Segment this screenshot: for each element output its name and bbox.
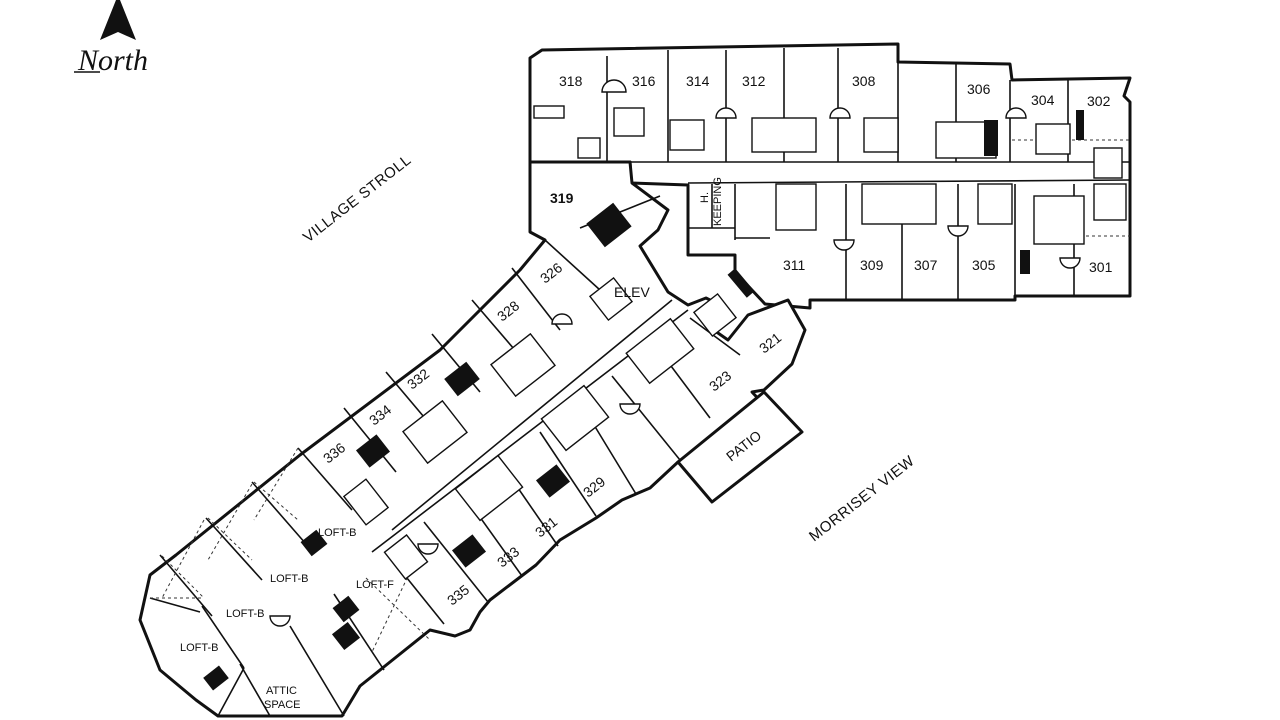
southwest-wing: 319 326 328 332 334 336 321 323 329 331 … <box>138 160 807 718</box>
room-314: 314 <box>686 73 710 89</box>
room-304: 304 <box>1031 92 1055 108</box>
room-318: 318 <box>559 73 583 89</box>
bathroom-fixtures-north-top <box>533 79 1123 179</box>
loft-b-4: LOFT-B <box>180 642 219 654</box>
patio-outline <box>676 390 804 504</box>
street-village-stroll: VILLAGE STROLL <box>300 151 415 246</box>
loft-b-2: LOFT-B <box>270 573 309 585</box>
room-312: 312 <box>742 73 766 89</box>
room-309: 309 <box>860 257 884 273</box>
elevator-label: ELEV <box>614 284 650 300</box>
attic-label-line2: SPACE <box>264 699 300 711</box>
loft-b-3: LOFT-B <box>226 608 265 620</box>
loft-open-areas <box>150 447 431 653</box>
room-311: 311 <box>783 257 806 273</box>
room-308: 308 <box>852 73 876 89</box>
housekeeping-label-2: KEEPING <box>712 177 724 226</box>
room-301: 301 <box>1089 259 1113 275</box>
north-wing: 318 316 314 312 308 306 304 302 311 309 … <box>528 42 1132 310</box>
room-302: 302 <box>1087 93 1111 109</box>
room-316: 316 <box>632 73 656 89</box>
room-319: 319 <box>550 190 574 206</box>
room-305: 305 <box>972 257 996 273</box>
stairs-and-fixtures <box>203 202 738 691</box>
attic-label-line1: ATTIC <box>266 685 297 697</box>
room-307: 307 <box>914 257 938 273</box>
north-compass: North <box>74 0 148 77</box>
patio: PATIO <box>676 390 804 504</box>
north-wing-outline <box>528 42 1132 310</box>
north-arrow-icon <box>100 0 136 40</box>
street-morrisey-view: MORRISEY VIEW <box>806 452 918 545</box>
room-306: 306 <box>967 81 991 97</box>
southwest-wing-outline <box>138 160 807 718</box>
bathroom-fixtures-north-bottom <box>727 183 1127 298</box>
loft-f-1: LOFT-F <box>356 579 394 591</box>
housekeeping-label-1: H. <box>699 192 711 203</box>
loft-b-1: LOFT-B <box>318 527 357 539</box>
